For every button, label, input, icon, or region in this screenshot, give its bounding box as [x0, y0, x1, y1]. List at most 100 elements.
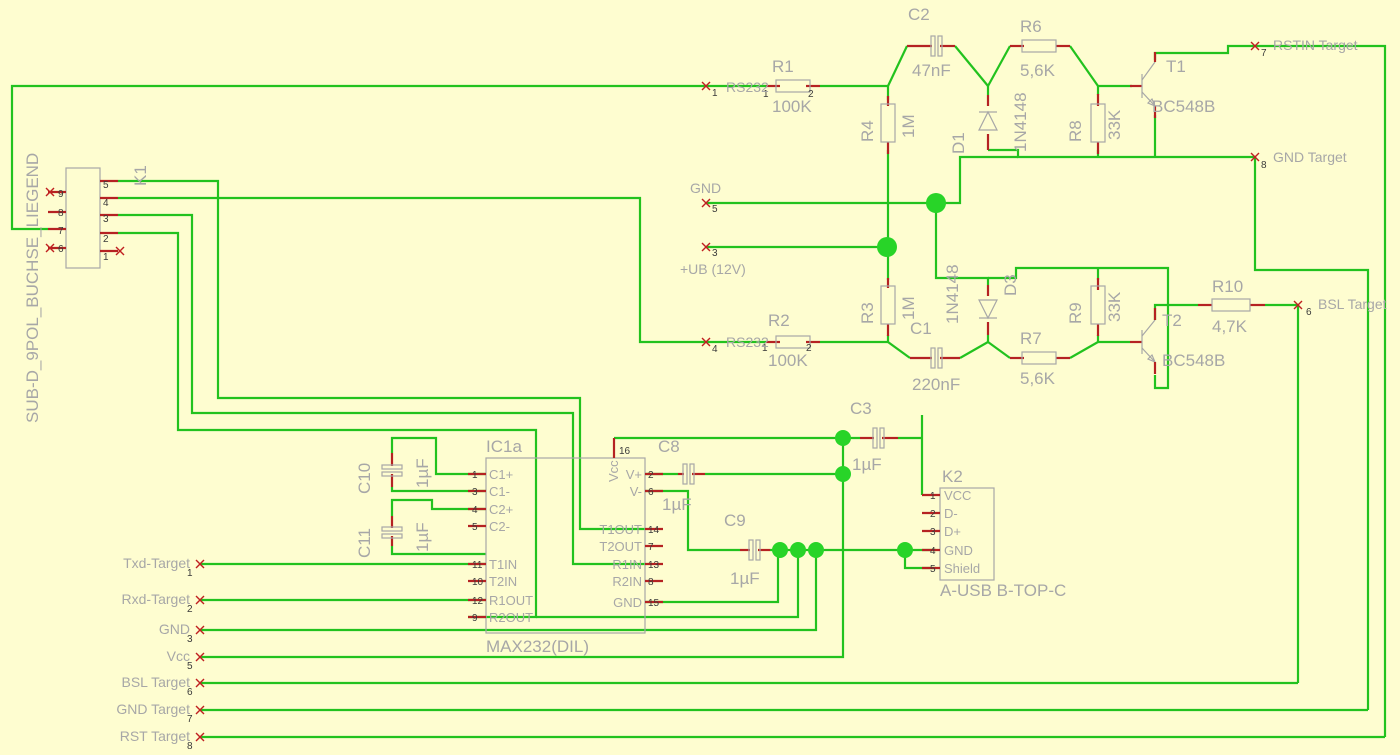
net-num-4: 4	[712, 344, 718, 355]
ic-pin-label: R2IN	[612, 574, 642, 589]
r7-name: R7	[1020, 329, 1042, 348]
k1-pin-1: 1	[103, 252, 109, 263]
ic-pin-label: T2IN	[489, 574, 517, 589]
resistor-r4[interactable]: R4 1M	[858, 96, 918, 154]
k2-pin-label: D+	[944, 524, 961, 539]
ic-pin-number: 14	[648, 525, 660, 536]
ic-pin-label: C2+	[489, 502, 513, 517]
transistor-t2[interactable]: T2 BC548B	[1130, 308, 1225, 374]
capacitor-c8[interactable]: C8 1µF	[658, 437, 705, 514]
ic-max232[interactable]: IC1a MAX232(DIL) C1+1C1-3C2+4C2-5T1IN11T…	[468, 437, 663, 656]
ic-pin-label: T1OUT	[599, 522, 642, 537]
target-connector-x	[195, 732, 205, 742]
k2-pin-label: VCC	[944, 488, 971, 503]
k2-pin-number: 2	[930, 509, 936, 520]
k2-name: K2	[942, 467, 963, 486]
r4-name: R4	[858, 120, 877, 142]
resistor-r8[interactable]: R8 33K	[1066, 94, 1124, 154]
resistor-r10[interactable]: R10 4,7K	[1198, 277, 1265, 336]
target-connector-x	[195, 652, 205, 662]
net-num-1: 1	[712, 88, 718, 99]
ic-pin-number: 9	[472, 613, 478, 624]
rs232-label-1: RS232	[726, 79, 769, 95]
c10-name: C10	[355, 463, 374, 494]
junction-dot	[835, 466, 851, 482]
ic-pin-label: T1IN	[489, 557, 517, 572]
ic-pin-number: 12	[472, 596, 484, 607]
capacitor-c2[interactable]: C2 47nF	[907, 5, 955, 80]
ic-pin-number: 5	[472, 522, 478, 533]
ic-pin-number: 1	[472, 470, 478, 481]
target-connector-x	[195, 678, 205, 688]
target-connector-pin: 8	[187, 741, 193, 752]
diode-d1[interactable]: D1 1N4148	[949, 92, 1030, 154]
resistor-r9[interactable]: R9 33K	[1066, 278, 1124, 336]
target-connector-pin: 1	[187, 568, 193, 579]
t2-name: T2	[1162, 311, 1182, 330]
gnd-label: GND	[690, 180, 721, 196]
ic-pin-number: 3	[472, 487, 478, 498]
target-connector-pin: 6	[187, 687, 193, 698]
r6-value: 5,6K	[1020, 61, 1056, 80]
k2-pin-number: 4	[930, 546, 936, 557]
target-connector-x	[195, 705, 205, 715]
target-connector-label: RST Target	[120, 728, 190, 744]
c9-value: 1µF	[730, 569, 760, 588]
c8-value: 1µF	[662, 495, 692, 514]
ic-pin-number: 6	[648, 487, 654, 498]
resistor-r3[interactable]: R3 1M	[858, 278, 918, 336]
c2-name: C2	[908, 5, 930, 24]
capacitor-c10[interactable]: C10 1µF	[355, 453, 432, 494]
r4-value: 1M	[899, 114, 918, 138]
k2-pin-number: 1	[930, 491, 936, 502]
resistor-r7[interactable]: R7 5,6K	[1010, 329, 1070, 388]
transistor-t1[interactable]: T1 BC548B	[1130, 52, 1215, 118]
k1-pin-6: 6	[58, 244, 64, 255]
capacitor-c3[interactable]: C3 1µF	[850, 399, 898, 474]
k2-pin-label: Shield	[944, 561, 980, 576]
resistor-r2[interactable]: R2 100K 1 2	[762, 311, 820, 370]
c10-value: 1µF	[413, 458, 432, 488]
r3-name: R3	[858, 302, 877, 324]
r2-pin-2: 2	[806, 343, 812, 354]
ic-pin-label: V-	[630, 484, 642, 499]
connector-k1[interactable]: 9 8 7 6 5 4 3 2 1 K1 SUB-D_9POL_BUCHSE_L…	[23, 153, 150, 423]
t1-name: T1	[1166, 57, 1186, 76]
target-connector-label: Rxd-Target	[122, 591, 191, 607]
net-num-6: 6	[1306, 307, 1312, 318]
ic-pin-label: R1OUT	[489, 593, 533, 608]
k1-pin-7: 7	[58, 226, 64, 237]
capacitor-c1[interactable]: C1 220nF	[910, 319, 960, 394]
c1-value: 220nF	[912, 375, 960, 394]
d3-name: D3	[1001, 274, 1020, 296]
r8-name: R8	[1066, 120, 1085, 142]
target-connector-label: GND Target	[116, 701, 190, 717]
ic-pin-number: 10	[472, 577, 484, 588]
rstin-label: RSTIN Target	[1273, 37, 1358, 53]
ic-pin-label: R1IN	[612, 557, 642, 572]
junction-dot	[897, 542, 913, 558]
ic-pin-label: C1-	[489, 484, 510, 499]
target-connector-pin: 5	[187, 661, 193, 672]
r10-value: 4,7K	[1212, 317, 1248, 336]
r9-name: R9	[1066, 302, 1085, 324]
t2-value: BC548B	[1162, 351, 1225, 370]
capacitor-c11[interactable]: C11 1µF	[355, 516, 432, 558]
target-connector-label: BSL Target	[122, 674, 191, 690]
target-connector-pin: 2	[187, 604, 193, 615]
capacitor-c9[interactable]: C9 1µF	[724, 511, 770, 588]
resistor-r6[interactable]: R6 5,6K	[1010, 17, 1070, 80]
r2-value: 100K	[768, 351, 808, 370]
rs232-label-4: RS232	[726, 334, 769, 350]
resistor-r1[interactable]: R1 100K 1 2	[763, 57, 820, 116]
ic-pin-number: 4	[472, 505, 478, 516]
r6-name: R6	[1020, 17, 1042, 36]
target-connector-label: Txd-Target	[123, 555, 190, 571]
d1-name: D1	[949, 132, 968, 154]
diode-d3[interactable]: 1N4148 D3	[943, 264, 1020, 335]
k2-pin-label: GND	[944, 543, 973, 558]
target-connector-x	[195, 559, 205, 569]
